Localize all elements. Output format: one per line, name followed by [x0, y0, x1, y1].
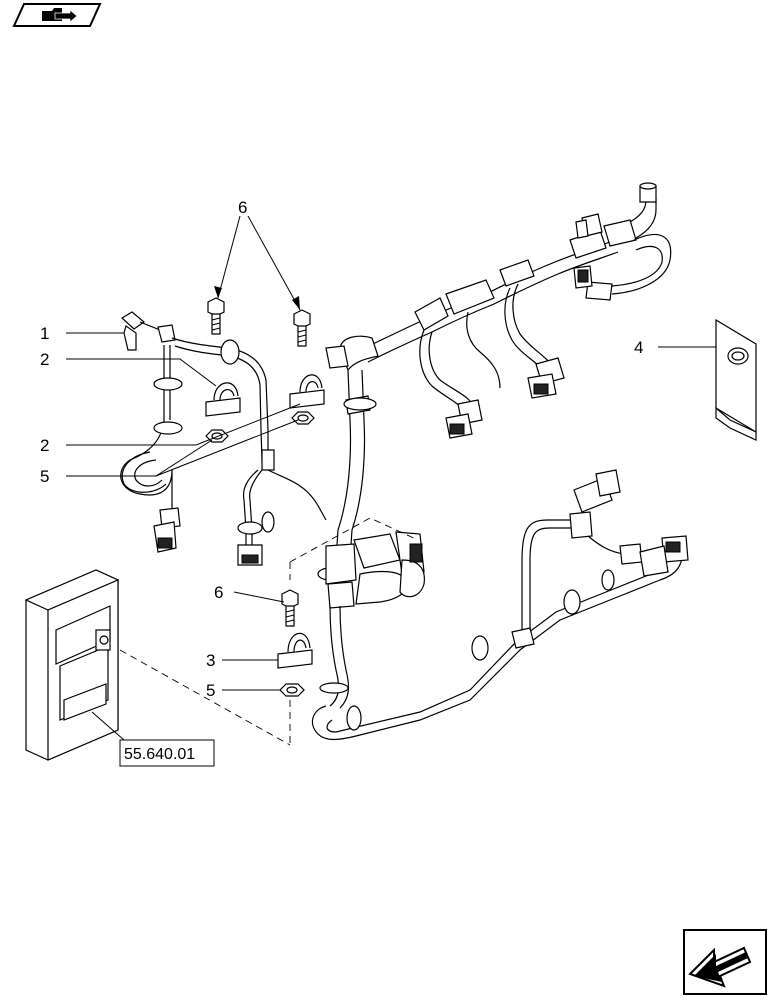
main-harness	[311, 182, 689, 741]
callout-2a: 2	[40, 350, 49, 369]
callout-6-lower: 6	[214, 583, 223, 602]
reference-link[interactable]: 55.640.01	[119, 739, 215, 767]
callout-5b: 5	[206, 681, 215, 700]
clamp-part-2-left	[205, 382, 241, 417]
bolt-part-6-right	[293, 309, 311, 347]
clamp-part-3	[277, 632, 313, 669]
callout-2b: 2	[40, 436, 49, 455]
clamp-part-2-right	[289, 374, 325, 409]
ecu-module	[24, 569, 120, 761]
folder-arrow-icon[interactable]	[12, 3, 102, 27]
callout-6-top: 6	[238, 198, 247, 217]
callout-4: 4	[634, 338, 643, 357]
bracket-part-4	[715, 318, 757, 441]
previous-page-arrow-icon[interactable]	[683, 929, 767, 995]
callout-1: 1	[40, 324, 49, 343]
callout-5a: 5	[40, 467, 49, 486]
reference-label[interactable]: 55.640.01	[124, 746, 195, 763]
nut-part-5-lower	[279, 683, 305, 697]
bolt-part-6-left	[207, 297, 225, 335]
leader-arrowheads	[214, 286, 300, 310]
leader-lines	[66, 215, 716, 741]
nut-part-5-right	[291, 411, 315, 425]
callout-3: 3	[206, 651, 215, 670]
left-sub-harness	[120, 311, 327, 566]
bolt-part-6-lower	[281, 589, 299, 627]
